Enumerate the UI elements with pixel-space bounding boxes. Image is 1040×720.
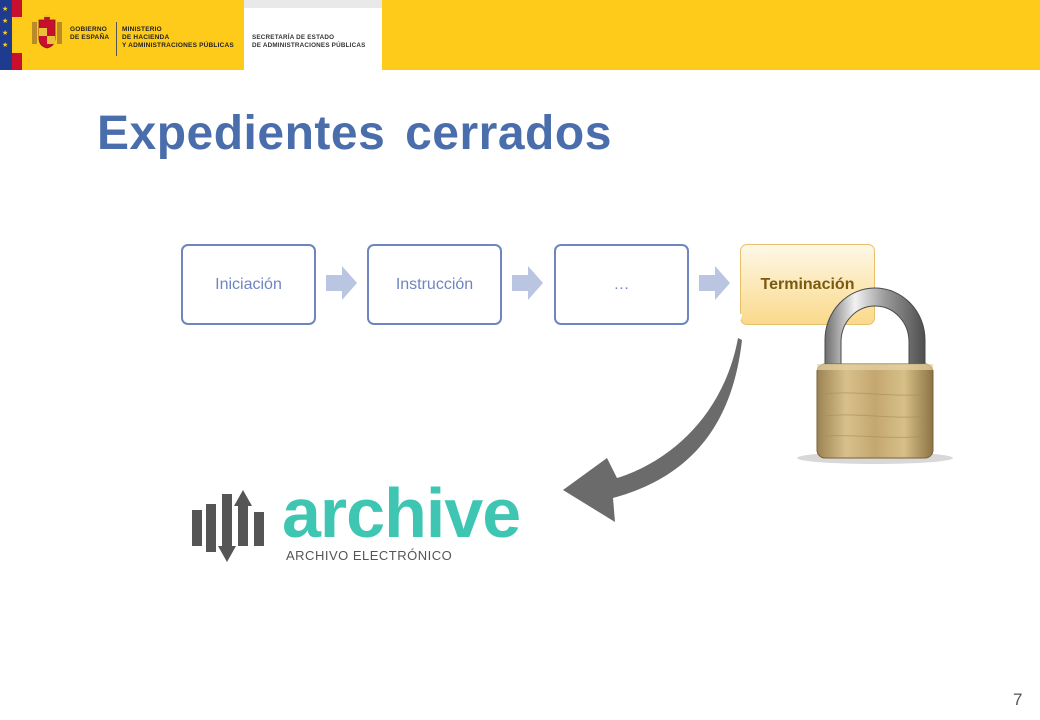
archive-bars-icon	[192, 490, 264, 562]
arrow-right-icon	[326, 266, 357, 300]
coat-of-arms-icon	[32, 15, 62, 49]
gobierno-logo-block: GOBIERNO DE ESPAÑA MINISTERIO DE HACIEND…	[22, 0, 244, 70]
secretaria-text: SECRETARÍA DE ESTADO DE ADMINISTRACIONES…	[252, 34, 366, 49]
ministerio-text: MINISTERIO DE HACIENDA Y ADMINISTRACIONE…	[122, 26, 234, 49]
arrow-right-icon	[512, 266, 543, 300]
archive-subtitle: ARCHIVO ELECTRÓNICO	[286, 548, 453, 563]
step-instruccion: Instrucción	[367, 244, 502, 325]
archive-wordmark: archive	[282, 474, 521, 552]
curved-arrow-icon	[563, 313, 743, 522]
arrow-right-icon	[699, 266, 730, 300]
header-banner: ★ ★ ★ ★ GOBIERNO DE ESPAÑA MINISTERIO DE…	[0, 0, 1040, 70]
eu-spain-flag-strip: ★ ★ ★ ★	[0, 0, 22, 70]
slide-title: Expedientes cerrados	[97, 107, 612, 160]
archive-logo: archive ARCHIVO ELECTRÓNICO	[190, 478, 550, 572]
header-divider	[116, 22, 117, 56]
step-terminacion: Terminación	[740, 244, 875, 325]
step-iniciacion: Iniciación	[181, 244, 316, 325]
secretaria-block: SECRETARÍA DE ESTADO DE ADMINISTRACIONES…	[244, 0, 382, 70]
page-number: 7	[1013, 690, 1023, 709]
padlock-icon	[797, 287, 953, 464]
step-ellipsis: …	[554, 244, 689, 325]
gobierno-text: GOBIERNO DE ESPAÑA	[70, 26, 110, 41]
